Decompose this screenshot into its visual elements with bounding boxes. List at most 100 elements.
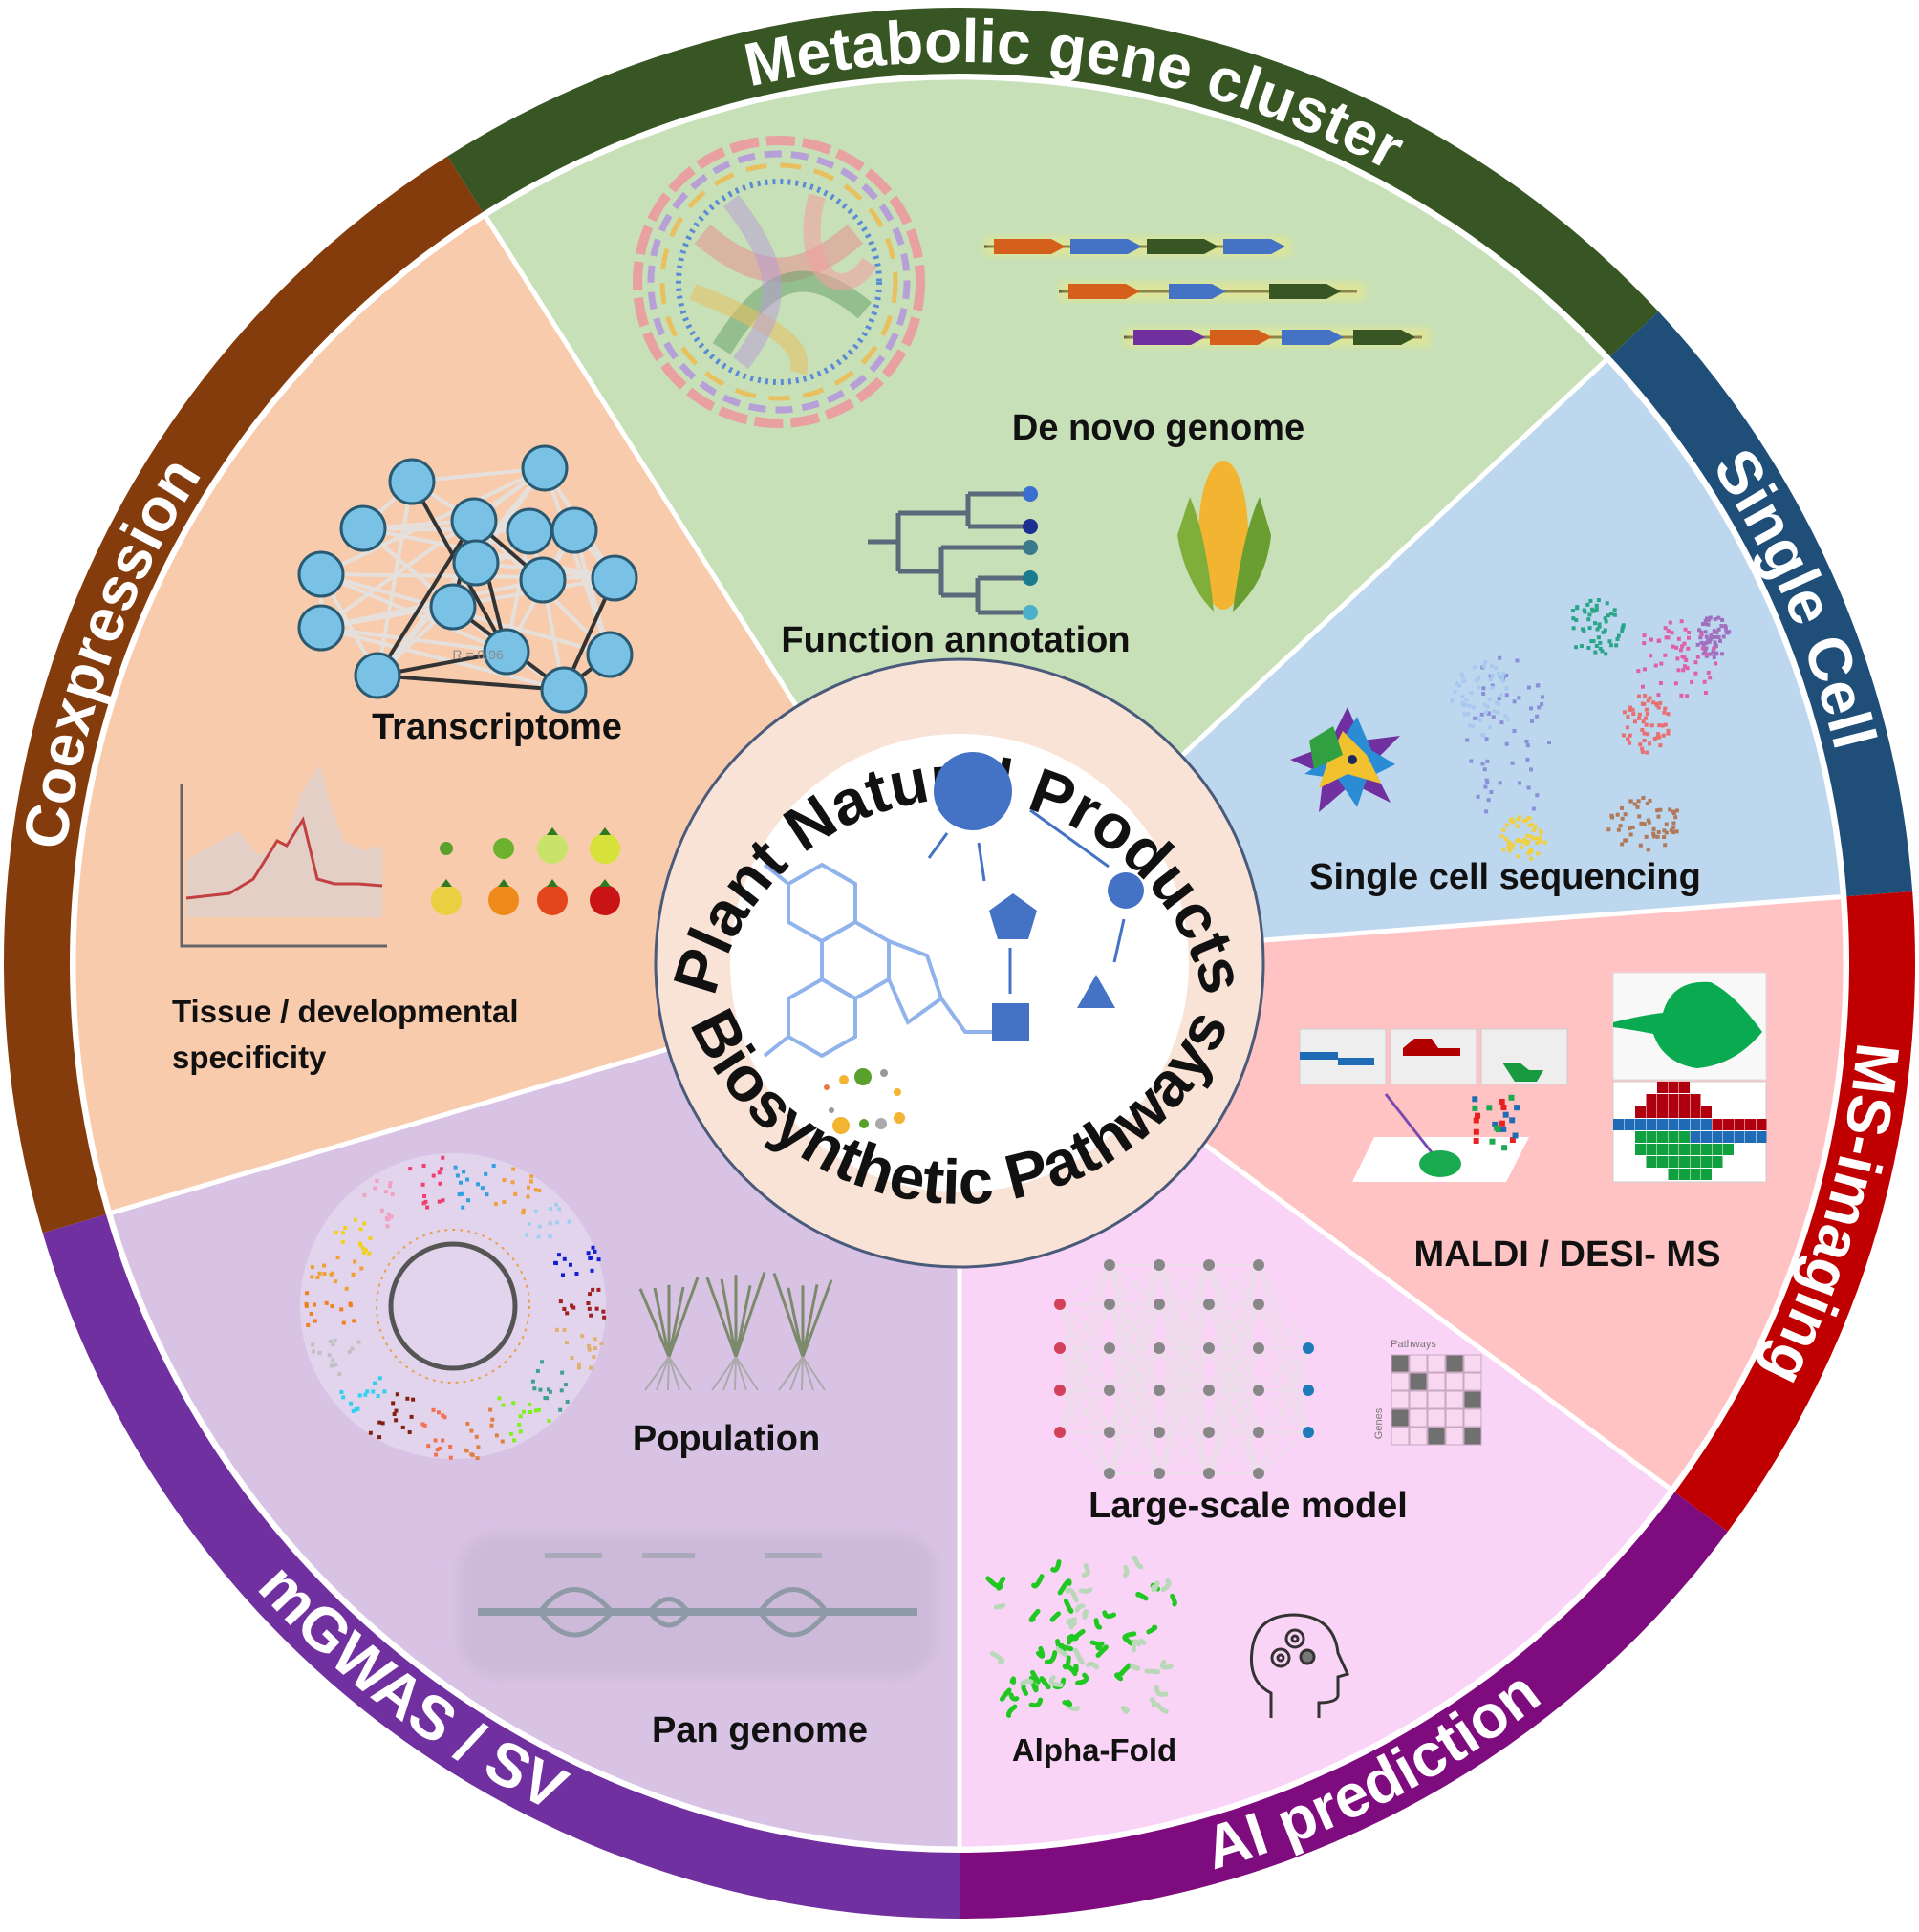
umap-cell-dot [1642,667,1647,672]
umap-cell-dot [1646,732,1650,737]
snp-point [324,1300,329,1305]
protein-helix [1170,1593,1177,1607]
protein-helix [1068,1616,1077,1630]
protein-helix [1044,1650,1058,1664]
snp-point [339,1307,344,1312]
umap-cell-dot [1712,655,1716,660]
snp-point [530,1379,535,1384]
umap-cell-dot [1666,629,1671,633]
umap-cell-dot [1616,633,1621,638]
umap-cell-dot [1453,689,1457,694]
plant-root [735,1356,759,1391]
snp-point [368,1236,373,1241]
nn-node [1203,1427,1215,1438]
umap-cell-dot [1642,739,1647,743]
umap-cell-dot [1532,827,1537,832]
umap-cell-dot [1630,707,1635,712]
snp-point [511,1401,516,1406]
snp-point [311,1342,315,1347]
umap-cell-dot [1704,634,1709,639]
snp-point [527,1185,531,1190]
protein-helix [1130,1663,1141,1671]
umap-cell-dot [1658,680,1663,685]
pixel-red [1679,1094,1690,1106]
umap-cell-dot [1652,737,1657,741]
umap-cell-dot [1608,643,1613,648]
nn-node [1054,1427,1066,1438]
umap-cell-dot [1671,644,1675,649]
network-edge [320,572,507,654]
nn-node [1253,1385,1264,1396]
ion-particle [1473,1137,1479,1144]
umap-cell-dot [1571,626,1576,631]
plant-stem [720,1278,738,1358]
head-gears-icon [1249,1613,1350,1718]
umap-cell-dot [1472,705,1477,710]
snp-point [587,1306,592,1311]
umap-cell-dot [1673,815,1678,820]
snp-point [527,1221,531,1226]
umap-cell-dot [1615,637,1620,642]
pixel-blue [1701,1131,1712,1143]
umap-cell-dot [1663,706,1668,711]
umap-cell-dot [1495,700,1499,705]
snp-point [502,1177,507,1182]
tomato-stem [441,879,452,887]
snp-point [522,1409,527,1414]
snp-point [511,1167,516,1171]
umap-cell-dot [1526,685,1531,690]
snp-point [537,1224,542,1229]
umap-cell-dot [1616,827,1621,832]
umap-cell-dot [1476,794,1480,799]
manhattan-track [376,1229,530,1384]
snp-point [392,1411,397,1416]
ion-particle [1473,1128,1479,1135]
umap-cell-dot [1614,643,1619,648]
snp-point [438,1181,442,1186]
nn-node [1104,1299,1115,1310]
umap-cell-dot [1531,806,1536,811]
plant-stem [801,1279,833,1358]
umap-cell-dot [1536,851,1541,856]
snp-point [368,1430,373,1435]
snp-point [554,1220,559,1225]
snp-point [528,1409,533,1414]
umap-cell-dot [1497,697,1501,701]
umap-cell-dot [1510,761,1515,765]
umap-cell-dot [1469,691,1474,696]
ion-particle [1494,1125,1500,1131]
snp-point [554,1327,559,1332]
umap-cell-dot [1571,616,1576,621]
umap-cell-dot [1496,710,1500,715]
umap-cell-dot [1524,818,1529,823]
pixel-blue [1668,1119,1679,1130]
snp-point [543,1396,548,1401]
umap-cell-dot [1699,633,1704,637]
umap-cell-dot [1638,843,1643,848]
nn-edge [1208,1347,1260,1474]
nn-edge [1258,1303,1309,1391]
matrix-cell [1445,1354,1464,1373]
umap-cell-dot [1656,829,1661,834]
snp-point [377,1435,382,1440]
umap-cell-dot [1529,767,1534,772]
umap-cell-dot [1638,742,1643,747]
protein-helix [1065,1587,1079,1603]
snp-point [558,1299,563,1304]
umap-cell-dot [1714,661,1718,666]
umap-cell-dot [1704,652,1709,656]
gene-node [452,539,500,587]
umap-cell-dot [1582,630,1586,634]
tomato [431,885,462,915]
umap-cell-dot [1525,757,1530,762]
umap-cell-dot [1718,638,1723,643]
nn-edge [1059,1264,1110,1433]
snp-point [339,1389,344,1394]
umap-cell-dot [1651,834,1656,839]
protein-helix [1021,1684,1029,1696]
umap-cell-dot [1645,712,1649,717]
umap-cell-dot [1628,826,1632,831]
umap-cell-dot [1703,650,1708,655]
umap-cell-dot [1529,856,1534,861]
umap-cell-dot [1682,655,1687,660]
